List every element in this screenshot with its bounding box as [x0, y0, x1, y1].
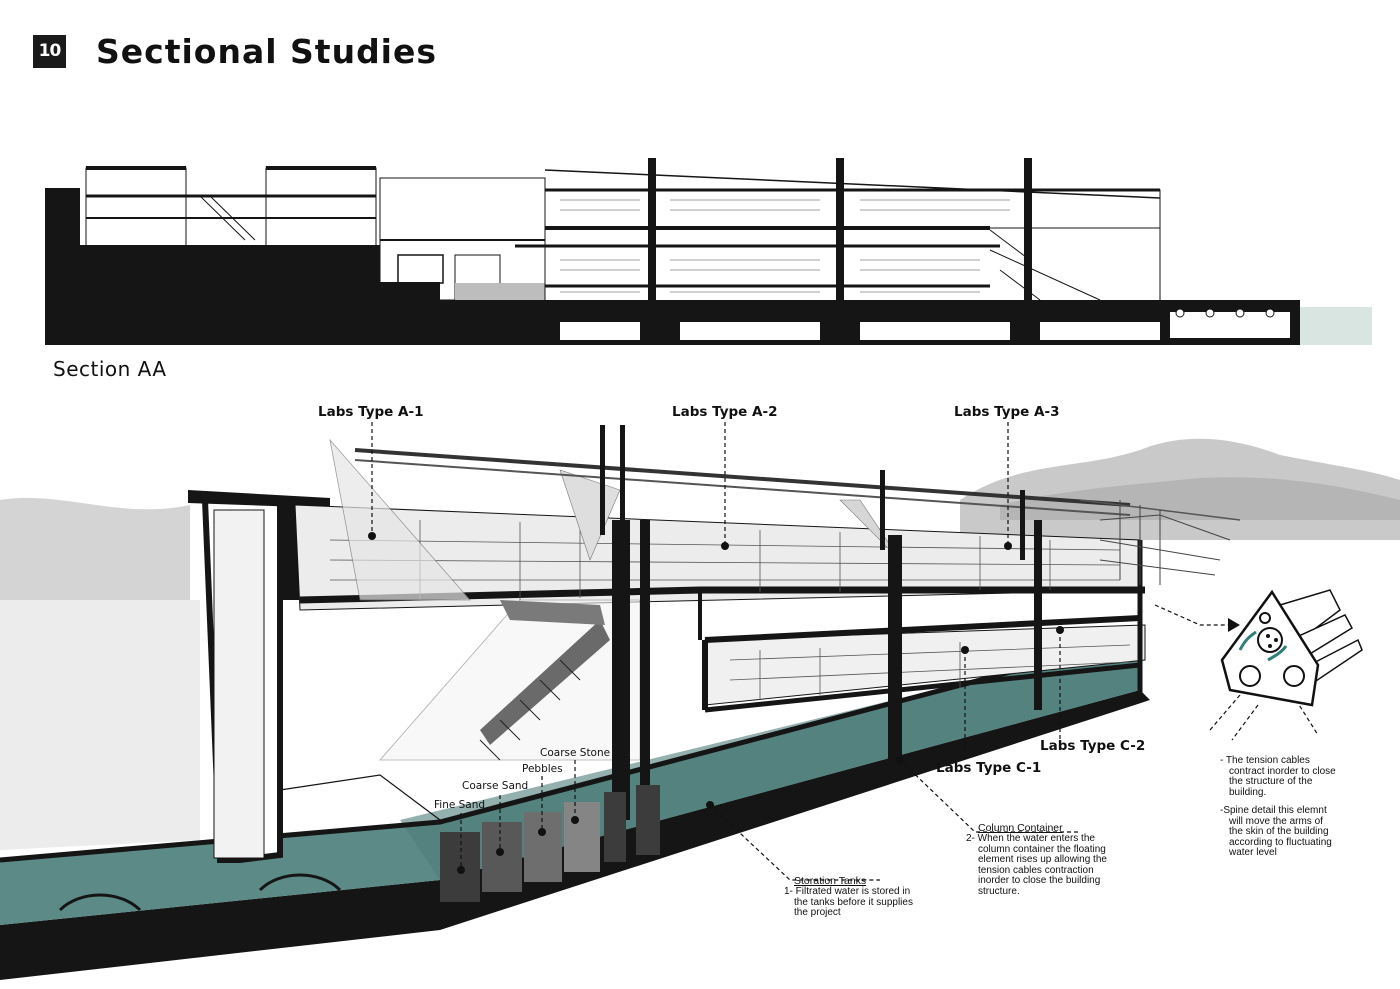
- spine-note-1-line-4: building.: [1229, 786, 1267, 798]
- spine-note-2-line-2: will move the arms of: [1229, 815, 1323, 827]
- label-fine-sand: Fine Sand: [434, 799, 486, 811]
- label-labs-type-a1: Labs Type A-1: [318, 404, 424, 420]
- column-container-note: Column Container 2- When the water enter…: [966, 822, 1107, 897]
- label-labs-type-a3: Labs Type A-3: [954, 404, 1060, 420]
- label-labs-type-a2: Labs Type A-2: [672, 404, 778, 420]
- storation-tanks-line-3: the project: [794, 907, 841, 918]
- storation-tanks-line-2: the tanks before it supplies: [794, 896, 913, 908]
- column-container-title: Column Container: [978, 822, 1063, 834]
- column-container-line-5: inorder to close the building: [978, 875, 1101, 886]
- spine-note-2-line-5: water level: [1229, 847, 1277, 858]
- label-pebbles: Pebbles: [522, 763, 563, 775]
- spine-note-2-line-1: -Spine detail this elemnt: [1220, 805, 1327, 816]
- label-labs-type-c1: Labs Type C-1: [936, 760, 1042, 776]
- spine-note-1: - The tension cables contract inorder to…: [1220, 755, 1336, 798]
- spine-note-1-line-2: contract inorder to close: [1229, 765, 1336, 777]
- column-container-line-4: tension cables contraction: [978, 864, 1094, 876]
- label-labs-type-c2: Labs Type C-2: [1040, 738, 1146, 754]
- spine-note-2-line-3: the skin of the building: [1229, 826, 1329, 837]
- section-aa-label: Section AA: [53, 357, 167, 381]
- spine-note-2-line-4: according to fluctuating: [1229, 836, 1332, 848]
- column-container-line-6: structure.: [978, 885, 1020, 897]
- column-container-line-3: element rises up allowing the: [978, 854, 1107, 865]
- spine-note-1-line-1: - The tension cables: [1220, 755, 1310, 766]
- column-container-line-1: 2- When the water enters the: [966, 833, 1095, 844]
- spine-note-2: -Spine detail this elemnt will move the …: [1220, 805, 1332, 859]
- page-title: Sectional Studies: [96, 32, 438, 71]
- label-coarse-stone: Coarse Stone: [540, 747, 611, 759]
- storation-tanks-line-1: 1- Filtrated water is stored in: [784, 886, 911, 897]
- storation-tanks-note: Storation Tanks 1- Filtrated water is st…: [784, 875, 913, 919]
- column-container-line-2: column container the floating: [978, 843, 1106, 855]
- storation-tanks-title: Storation Tanks: [794, 875, 867, 887]
- spine-note-1-line-3: the structure of the: [1229, 776, 1313, 787]
- section-number-badge: 10: [33, 35, 66, 68]
- label-coarse-sand: Coarse Sand: [462, 780, 529, 792]
